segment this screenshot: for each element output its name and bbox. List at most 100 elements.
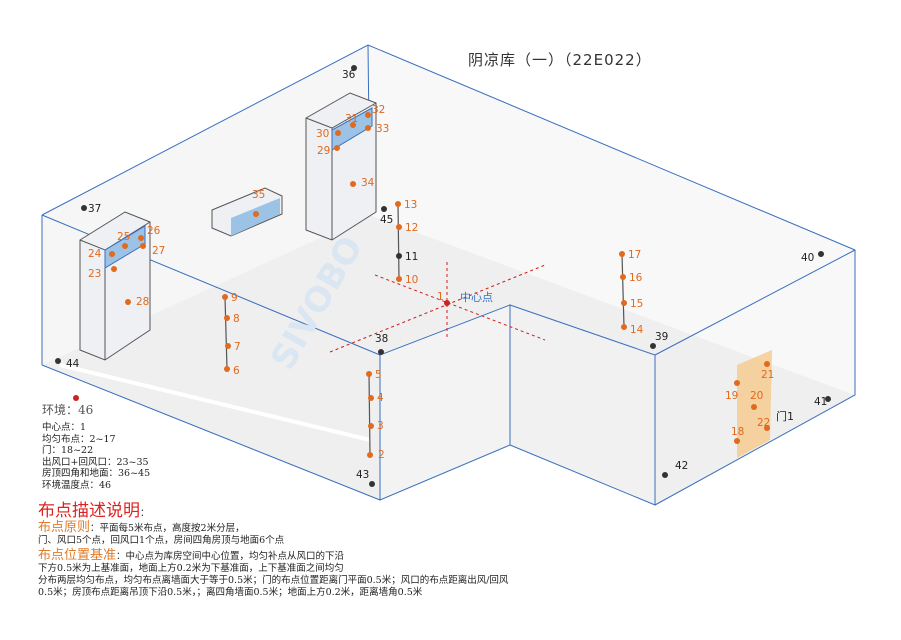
sensor-point-11 [396,253,402,259]
sensor-point-35 [253,211,259,217]
legend-item: 环境温度点：46 [42,479,112,491]
door-panel [737,350,772,458]
sensor-label-11: 11 [405,251,418,263]
description-section: 布点描述说明： 布点原则：平面每5米布点，高度按2米分层， 门、风口5个点，回风… [38,500,638,599]
point-legend: 中心点：1 均匀布点：2~17 门：18~22 出风口+回风口：23~35 房顶… [42,422,150,492]
sensor-point-14 [621,324,627,330]
basis-text-4: 0.5米；房顶布点距离吊顶下沿0.5米，；离四角墙面0.5米；地面上方0.2米，… [38,587,423,598]
sensor-label-12: 12 [405,222,418,234]
sensor-label-45: 45 [380,214,393,226]
sensor-point-21 [764,361,770,367]
sensor-point-15 [621,300,627,306]
sensor-point-5 [366,371,372,377]
sensor-point-32 [365,112,371,118]
sensor-point-38 [378,349,384,355]
sensor-label-18: 18 [731,426,744,438]
sensor-point-41 [825,396,831,402]
principle-label: 布点原则 [38,520,91,535]
sensor-label-26: 26 [147,225,161,237]
sensor-label-14: 14 [630,324,644,336]
sensor-point-4 [368,395,374,401]
sensor-label-17: 17 [628,249,641,261]
sensor-label-36: 36 [342,69,356,81]
principle-text-2: 门、风口5个点，回风口1个点，房间四角房顶与地面6个点 [38,535,285,546]
sensor-label-4: 4 [377,392,384,404]
sensor-label-19: 19 [725,390,738,402]
sensor-point-24 [109,251,115,257]
sensor-label-32: 32 [372,104,385,116]
sensor-point-10 [396,276,402,282]
return-air-vent [211,187,283,237]
sensor-label-24: 24 [88,248,102,260]
sensor-label-1: 1 [437,291,444,303]
sensor-column-line [368,373,371,456]
sensor-point-39 [650,343,656,349]
sensor-label-35: 35 [252,189,265,201]
sensor-point-2 [367,452,373,458]
sensor-label-30: 30 [316,128,329,140]
sensor-point-26 [138,235,144,241]
sensor-label-21: 21 [761,369,774,381]
environment-point: 环境：46 [42,401,93,418]
sensor-label-37: 37 [88,203,101,215]
sensor-point-28 [125,299,131,305]
legend-item: 房顶四角和地面：36~45 [42,468,151,480]
sensor-point-6 [224,366,230,372]
sensor-label-5: 5 [375,369,382,381]
sensor-point-23 [111,266,117,272]
sensor-label-42: 42 [675,460,688,472]
sensor-point-16 [620,274,626,280]
sensor-point-13 [395,201,401,207]
sensor-point-18 [734,438,740,444]
sensor-column-line [224,296,228,370]
sensor-point-30 [335,130,341,136]
sensor-label-13: 13 [404,199,417,211]
sensor-label-22: 22 [757,417,770,429]
sensor-point-40 [818,251,824,257]
sensor-label-25: 25 [117,231,130,243]
sensor-point-19 [734,380,740,386]
sensor-column-line [397,203,400,280]
environment-point-dot [73,395,79,401]
sensor-point-45 [381,206,387,212]
sensor-point-7 [225,343,231,349]
sensor-label-10: 10 [405,274,418,286]
sensor-label-44: 44 [66,358,80,370]
sensor-point-44 [55,358,61,364]
sensor-label-41: 41 [814,396,827,408]
sensor-point-37 [81,205,87,211]
sensor-label-6: 6 [233,365,240,377]
sensor-label-29: 29 [317,145,330,157]
sensor-label-34: 34 [361,177,375,189]
sensor-label-28: 28 [136,296,149,308]
sensor-point-33 [365,125,371,131]
sensor-label-15: 15 [630,298,643,310]
sensor-label-3: 3 [377,420,384,432]
sensor-label-40: 40 [801,252,814,264]
description-heading: 布点描述说明 [38,501,140,521]
sensor-label-23: 23 [88,268,101,280]
sensor-label-7: 7 [234,341,241,353]
environment-label: 环境： [42,403,79,417]
sensor-point-43 [369,481,375,487]
sensor-point-25 [122,243,128,249]
principle-text: ：平面每5米布点，高度按2米分层， [90,523,245,534]
page-title: 阴凉库（一）（22E022） [468,51,652,69]
air-unit-right [305,92,377,241]
sensor-point-29 [334,145,340,151]
legend-item: 均匀布点：2~17 [42,433,116,445]
sensor-point-3 [368,423,374,429]
sensor-point-17 [619,251,625,257]
sensor-point-12 [396,224,402,230]
sensor-label-27: 27 [152,245,165,257]
sensor-point-22 [764,425,770,431]
sensor-label-2: 2 [378,449,385,461]
door-label: 门1 [776,409,794,423]
sensor-column-line [621,253,625,328]
sensor-label-8: 8 [233,313,240,325]
sensor-label-20: 20 [750,390,763,402]
sensor-label-43: 43 [356,469,369,481]
sensor-point-20 [751,404,757,410]
description-heading-suffix: ： [140,508,150,519]
